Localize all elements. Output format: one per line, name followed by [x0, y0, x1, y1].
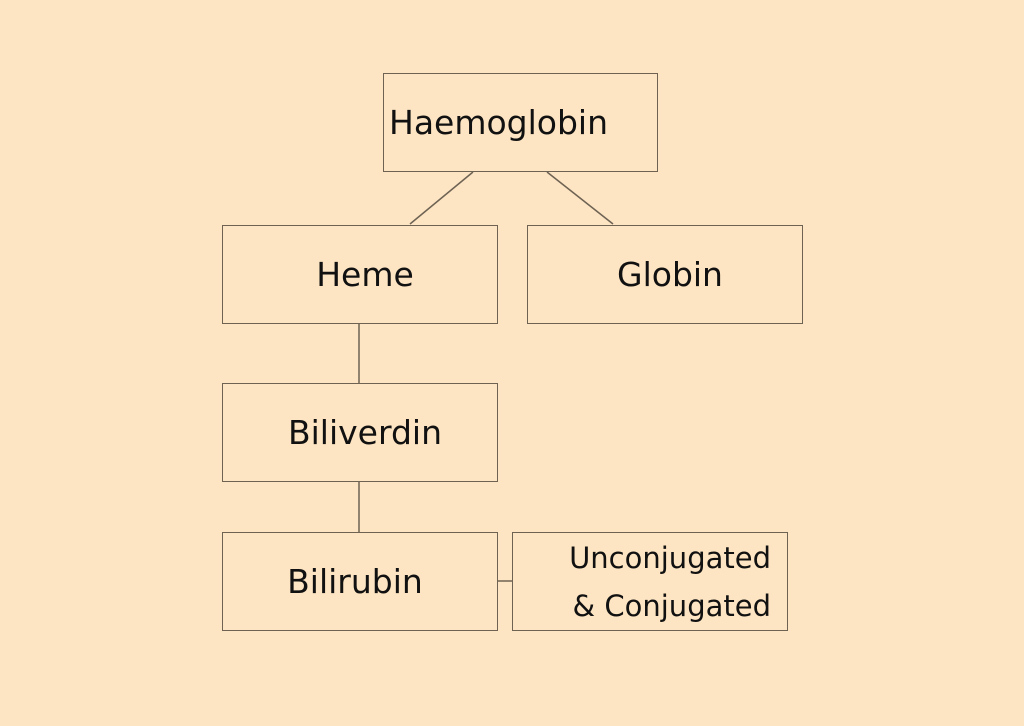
node-unconjugated-conjugated: Unconjugated & Conjugated — [512, 532, 788, 631]
edge-haemoglobin-heme — [409, 171, 474, 225]
node-label-line2: & Conjugated — [572, 588, 771, 623]
node-bilirubin: Bilirubin — [222, 532, 498, 631]
node-haemoglobin: Haemoglobin — [383, 73, 658, 172]
node-label: Heme — [316, 255, 414, 294]
node-label: Biliverdin — [288, 413, 442, 452]
edge-haemoglobin-globin — [546, 171, 614, 225]
node-label-line1: Unconjugated — [569, 540, 771, 575]
node-heme: Heme — [222, 225, 498, 324]
node-label: Bilirubin — [287, 562, 423, 601]
node-globin: Globin — [527, 225, 803, 324]
node-biliverdin: Biliverdin — [222, 383, 498, 482]
node-label: Globin — [617, 255, 723, 294]
node-label: Haemoglobin — [389, 103, 609, 142]
